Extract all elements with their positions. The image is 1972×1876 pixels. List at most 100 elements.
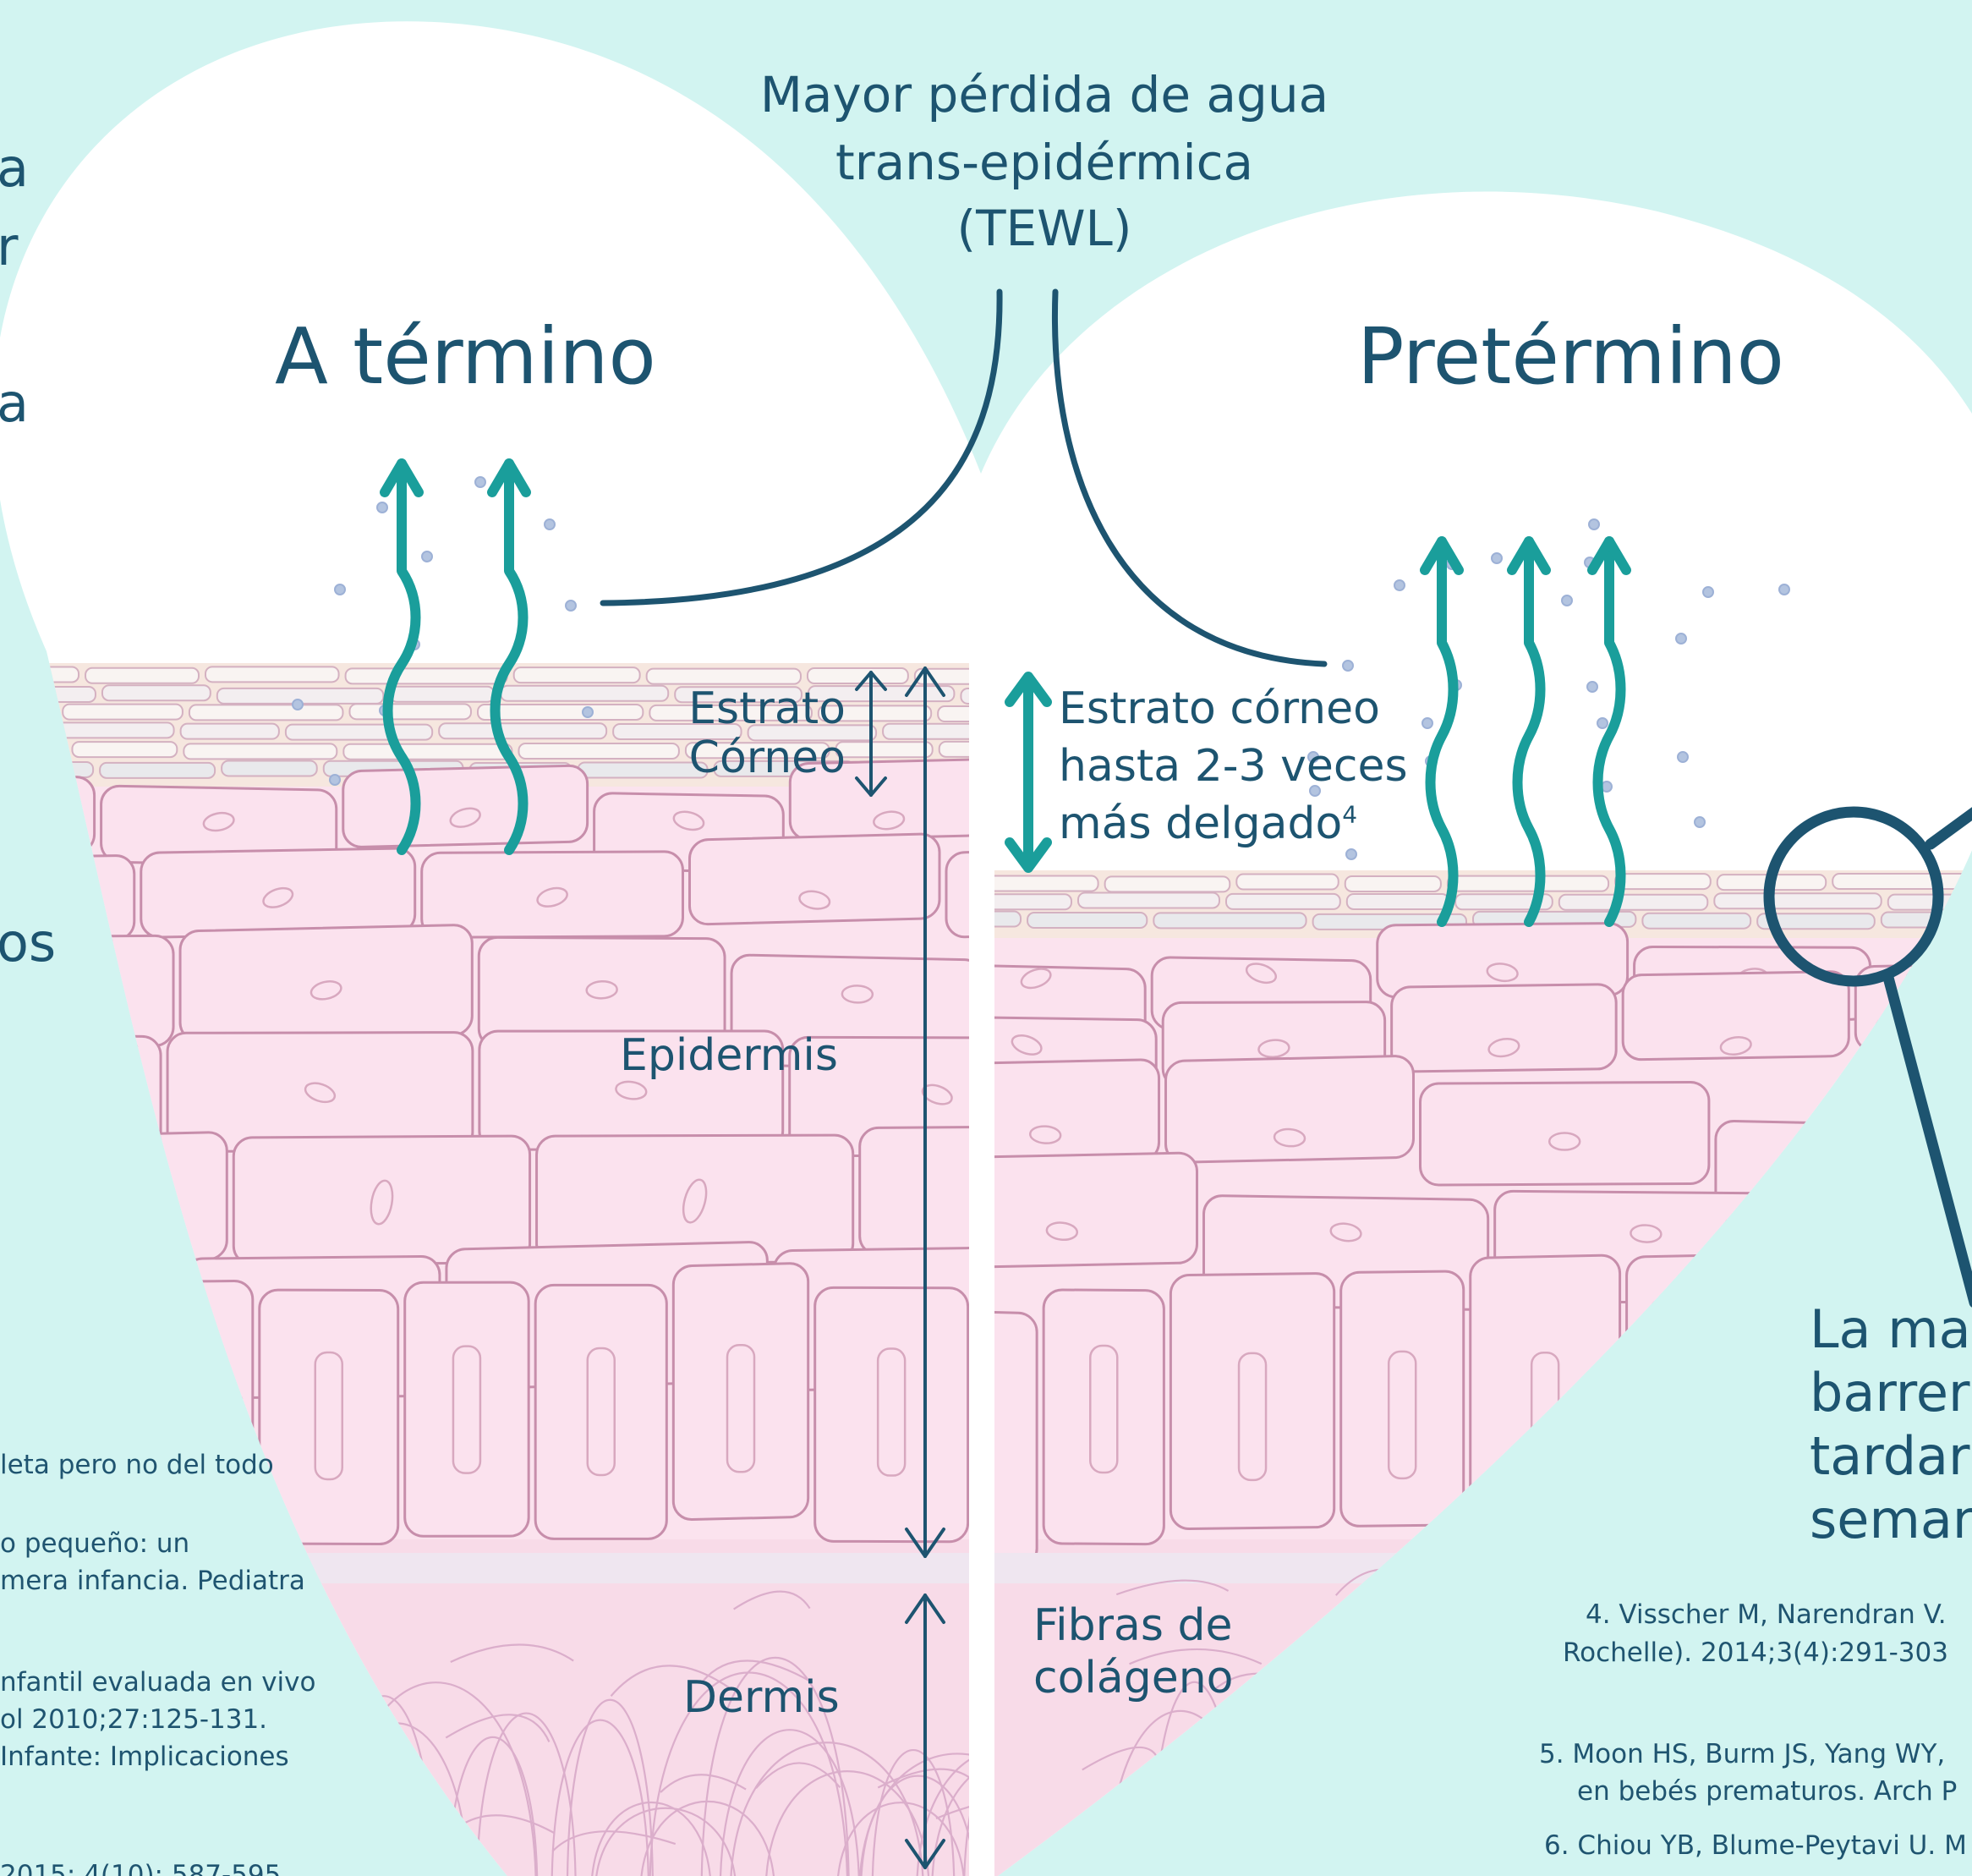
corneocyte <box>205 666 339 682</box>
corneocyte <box>501 686 668 701</box>
maturation-line-4: seman <box>1810 1489 1972 1550</box>
epidermal-cell <box>673 1263 808 1520</box>
cell-nucleus <box>20 979 54 1005</box>
margin-fragment-1: a <box>0 137 29 199</box>
epidermal-cell <box>405 1282 529 1536</box>
water-droplet <box>1695 817 1705 827</box>
epidermal-cell <box>1627 1254 1756 1511</box>
epidermal-cell <box>0 1034 161 1155</box>
collagen-fiber <box>1405 1786 1550 1876</box>
cell-nucleus <box>15 1303 45 1351</box>
water-droplet <box>422 551 432 562</box>
epidermal-cell <box>343 765 588 847</box>
corneocyte <box>1559 895 1708 910</box>
water-droplet <box>1587 682 1597 692</box>
collagen-fiber <box>1529 1716 1663 1730</box>
corneocyte <box>0 666 79 682</box>
water-droplet <box>475 477 485 487</box>
epidermal-cell <box>1044 1290 1164 1544</box>
cell-nucleus <box>50 1177 84 1225</box>
corneocyte <box>478 705 643 720</box>
water-droplet <box>377 502 387 513</box>
corneocyte <box>1882 913 1972 928</box>
corneocyte <box>1345 876 1441 891</box>
epidermal-cell <box>180 924 472 1041</box>
collagen-fiber <box>1265 1712 1459 1876</box>
epidermal-cell <box>0 776 95 856</box>
water-droplet <box>1492 553 1502 563</box>
cell-nucleus <box>0 806 8 827</box>
corneocyte <box>222 760 317 776</box>
collagen-fiber <box>1431 1736 1522 1876</box>
collagen-fiber <box>16 1788 151 1814</box>
corneocyte <box>0 687 96 702</box>
corneocyte <box>45 722 174 738</box>
corneocyte <box>514 667 640 683</box>
stratum-label-line-2: Córneo <box>660 732 846 783</box>
preterm-note-line-2: hasta 2-3 veces <box>1059 741 1408 792</box>
corneocyte <box>102 685 211 700</box>
epidermal-cell <box>0 1286 89 1540</box>
tewl-line-1: Mayor pérdida de agua <box>727 66 1361 123</box>
maturation-line-2: barrera <box>1810 1362 1972 1423</box>
collagen-fiber <box>1170 1772 1292 1876</box>
collagen-fiber <box>1137 1803 1337 1876</box>
ref4-line-2: Rochelle). 2014;3(4):291-303 <box>1563 1634 1948 1671</box>
collagen-fiber <box>1263 1842 1408 1873</box>
preterm-note-citation: 4 <box>1342 801 1357 829</box>
epidermal-cell <box>1623 971 1849 1060</box>
preterm-note-text: más delgado <box>1059 798 1342 849</box>
ref5-line-2: en bebés prematuros. Arch P <box>1577 1773 1957 1810</box>
water-droplet <box>1678 752 1688 762</box>
cell-nucleus <box>9 889 41 910</box>
collagen-fiber <box>1148 1768 1234 1876</box>
cell-nucleus <box>25 1086 56 1103</box>
cell-nucleus <box>1678 1352 1705 1478</box>
left-ref-line-5: ol 2010;27:125-131. <box>0 1701 267 1738</box>
epidermal-cell <box>1471 1255 1620 1512</box>
ref5-line-1: 5. Moon HS, Burm JS, Yang WY, <box>1539 1736 1945 1773</box>
collagen-label-line-2: colágeno <box>1033 1653 1234 1703</box>
preterm-note-line-3: más delgado4 <box>1059 798 1357 849</box>
left-ref-line-3: mera infancia. Pediatra <box>0 1562 305 1599</box>
water-droplet <box>335 584 345 595</box>
collagen-fiber <box>1409 1775 1561 1876</box>
corneocyte <box>518 743 678 759</box>
corneocyte <box>439 723 606 738</box>
water-droplet <box>1589 519 1599 529</box>
corneocyte <box>808 668 908 683</box>
corneocyte <box>85 668 199 683</box>
corneocyte <box>647 669 801 684</box>
water-droplet <box>583 707 593 717</box>
corneocyte <box>1714 893 1881 908</box>
margin-fragment-2: r <box>0 216 19 277</box>
epidermal-cell <box>0 1132 227 1265</box>
corneocyte <box>0 743 65 759</box>
water-droplet <box>545 519 555 529</box>
panel-divider <box>969 660 994 1876</box>
left-ref-line-1: leta pero no del todo <box>0 1446 274 1484</box>
corneocyte <box>181 724 279 739</box>
collagen-fiber <box>1397 1661 1528 1876</box>
corneocyte <box>0 723 38 738</box>
corneocyte <box>1226 894 1340 909</box>
preterm-note-line-1: Estrato córneo <box>1059 683 1380 734</box>
corneocyte <box>1153 913 1306 928</box>
corneocyte <box>1448 876 1608 891</box>
epidermal-cell <box>422 852 683 938</box>
collagen-fiber <box>1282 1797 1367 1876</box>
epidermal-cell <box>141 848 415 938</box>
water-droplet <box>566 601 576 611</box>
corneocyte <box>184 743 337 759</box>
corneocyte <box>343 744 512 760</box>
left-ref-line-2: o pequeño: un <box>0 1525 189 1562</box>
collagen-fiber <box>267 1764 382 1876</box>
epidermal-cell <box>96 1281 253 1536</box>
left-ref-line-4: nfantil evaluada en vivo <box>0 1664 315 1701</box>
corneocyte <box>1615 874 1711 889</box>
maturation-line-3: tardar <box>1810 1425 1970 1487</box>
collagen-fiber <box>1360 1647 1438 1663</box>
epidermal-cell <box>689 834 939 925</box>
left-ref-line-6: Infante: Implicaciones <box>0 1738 289 1775</box>
